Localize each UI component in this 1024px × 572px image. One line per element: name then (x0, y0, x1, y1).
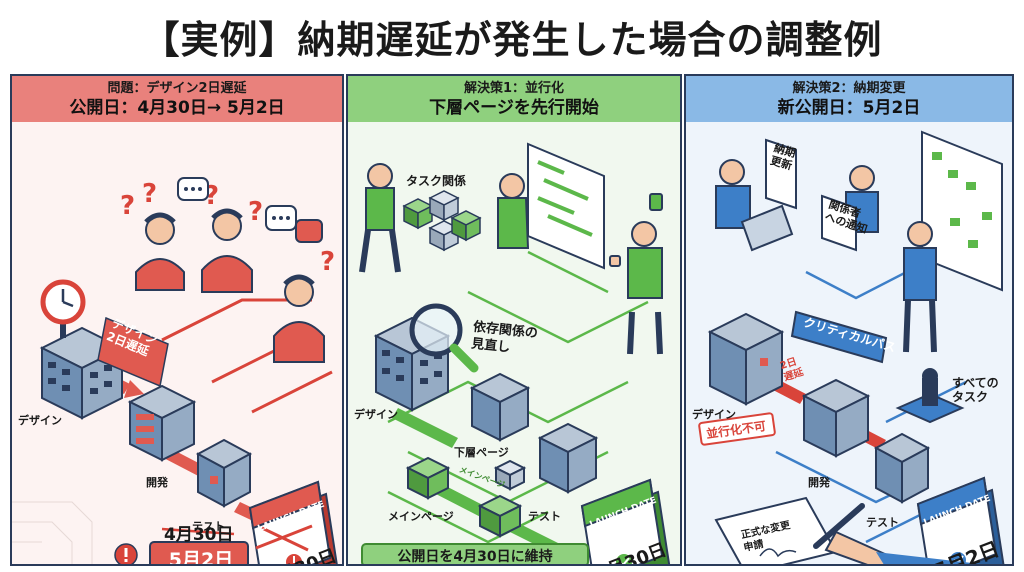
lower-page-building (469, 372, 531, 442)
strike-line (161, 527, 235, 536)
panel-header-parallel: 解決策1：並行化 下層ページを先行開始 (348, 76, 680, 122)
panel-solution-deadline: 解決策2：納期変更 新公開日：5月2日 (684, 74, 1014, 566)
deadline-illustration (698, 130, 1005, 564)
no-parallel-box (698, 412, 776, 446)
critical-path-banner (790, 310, 888, 364)
stamp-icon (895, 368, 965, 424)
label-design: デザイン (18, 414, 62, 427)
planning-board (921, 130, 1003, 292)
label-dev: 開発 (808, 476, 830, 489)
panel-solution-parallel: 解決策1：並行化 下層ページを先行開始 (346, 74, 682, 566)
keep-banner: 公開日を4月30日に維持 (397, 549, 553, 565)
pen-hand (813, 503, 981, 564)
panel-headline: 新公開日：5月2日 (777, 98, 921, 118)
panel-subtitle: 解決策1：並行化 (463, 81, 565, 96)
panel-headline: 公開日：4月30日→ 5月2日 (69, 98, 285, 118)
planning-board (527, 142, 605, 270)
magnifier-icon (409, 303, 479, 373)
launch-calendar (248, 480, 338, 564)
svg-text:?: ? (120, 191, 135, 221)
label-design: デザイン (354, 408, 398, 421)
dev-building (801, 378, 871, 458)
label-test: テスト (528, 510, 561, 523)
label-test: テスト (192, 520, 225, 533)
test-building (195, 438, 253, 508)
panel-problem: 問題：デザイン2日遅延 公開日：4月30日→ 5月2日 (10, 74, 344, 566)
label-lower: 下層ページ (454, 446, 509, 459)
design-building (707, 312, 785, 406)
label-main: メインページ (388, 510, 454, 523)
circuit-decoration (12, 501, 93, 564)
panel-subtitle: 問題：デザイン2日遅延 (107, 81, 247, 96)
test-building (537, 422, 599, 494)
thumbs-up-person (609, 193, 663, 355)
label-review: 依存関係の 見直し (470, 319, 539, 356)
main-page-blocks (405, 456, 527, 538)
problem-illustration: ????? (12, 177, 338, 564)
deadline-doc (765, 138, 797, 210)
worker-with-box (359, 163, 401, 273)
new-date-box (114, 541, 249, 564)
svg-text:?: ? (142, 179, 157, 209)
svg-text:?: ? (248, 197, 263, 227)
panel-header-deadline: 解決策2：納期変更 新公開日：5月2日 (686, 76, 1012, 122)
label-dev: 開発 (146, 476, 168, 489)
launch-calendar (916, 476, 1005, 564)
panel-headline: 下層ページを先行開始 (429, 98, 599, 118)
dev-building (127, 384, 197, 462)
laptop-worker (715, 159, 794, 252)
panel-header-problem: 問題：デザイン2日遅延 公開日：4月30日→ 5月2日 (12, 76, 342, 122)
old-date: 4月30日 (164, 525, 234, 545)
board-person (903, 221, 937, 353)
page-title: 【実例】納期遅延が発生した場合の調整例 (141, 17, 883, 62)
label-design: デザイン (692, 408, 736, 421)
clock-icon (40, 279, 86, 338)
question-marks: ????? (120, 179, 335, 277)
notice-person (821, 165, 879, 252)
label-all-tasks: すべての タスク (952, 376, 999, 404)
keep-banner-bg (361, 543, 589, 564)
task-boxes (402, 190, 482, 252)
speech-bubbles (177, 177, 323, 243)
svg-text:?: ? (320, 247, 335, 277)
label-task-relation: タスク関係 (406, 174, 467, 188)
panel-subtitle: 解決策2：納期変更 (792, 81, 906, 96)
new-date: 5月2日 (168, 549, 234, 566)
parallel-illustration (359, 142, 671, 564)
launch-calendar (580, 478, 671, 564)
label-test: テスト (866, 516, 899, 529)
worried-people (135, 208, 325, 363)
presenter-person (497, 173, 530, 249)
test-building (873, 432, 931, 504)
